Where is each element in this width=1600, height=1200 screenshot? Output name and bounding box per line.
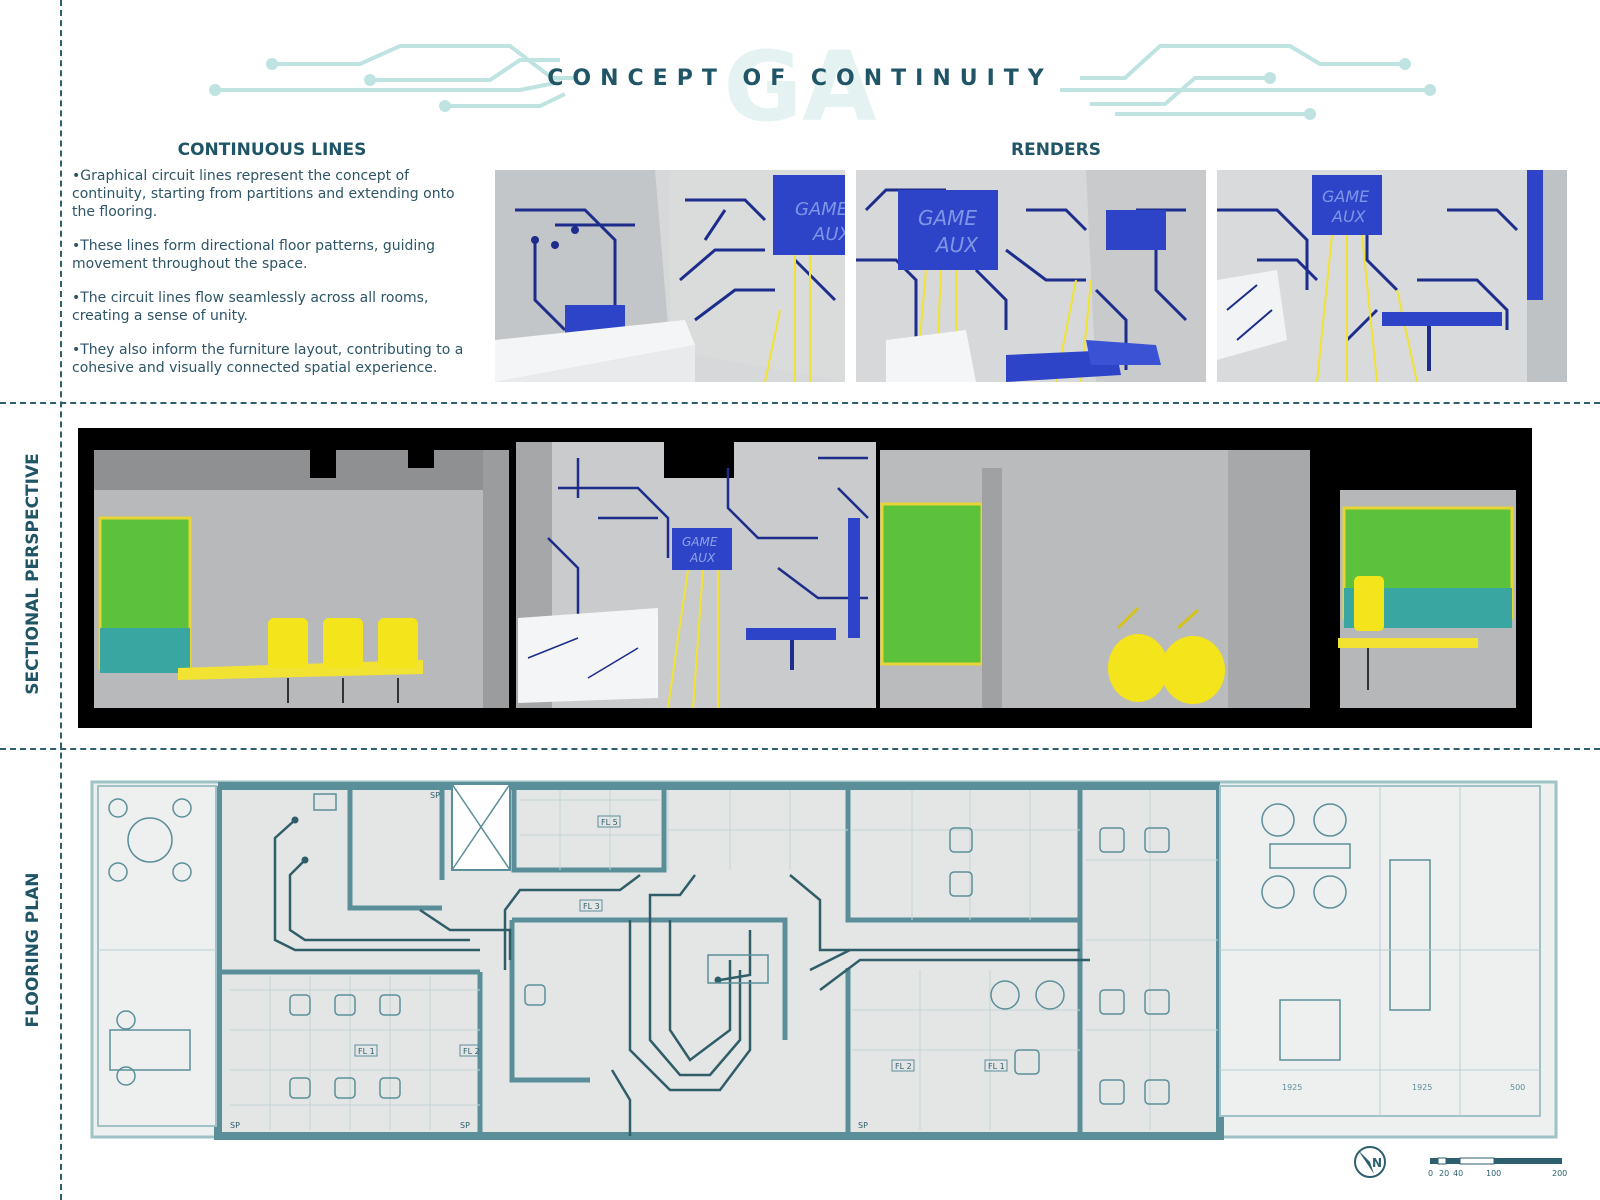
section-conference-room xyxy=(94,438,509,708)
section-reception: GAME AUX xyxy=(516,438,876,709)
svg-text:AUX: AUX xyxy=(934,233,979,257)
svg-text:GAME: GAME xyxy=(682,535,718,549)
svg-text:20: 20 xyxy=(1439,1169,1449,1178)
game-aux-sign xyxy=(1312,175,1382,235)
bullet-3: •The circuit lines flow seamlessly acros… xyxy=(72,290,429,324)
game-aux-sign xyxy=(773,175,845,255)
svg-text:GAME: GAME xyxy=(1322,187,1370,206)
scale-bar: 0 20 40 100 200 xyxy=(1428,1157,1567,1178)
render-reception: GAME AUX xyxy=(495,170,845,382)
divider-top xyxy=(0,402,1600,404)
continuous-lines-heading: CONTINUOUS LINES xyxy=(177,140,367,160)
svg-text:40: 40 xyxy=(1453,1169,1463,1178)
plan-right-lounge: 1925 1925 500 xyxy=(1219,785,1541,1117)
continuous-lines-text: •Graphical circuit lines represent the c… xyxy=(72,167,472,393)
dim-right: 500 xyxy=(1510,1083,1525,1092)
section-game-aux-sign xyxy=(672,528,732,570)
title-circuit-decoration: GA xyxy=(209,31,1436,140)
sectional-perspective-label: SECTIONAL PERSPECTIVE xyxy=(23,453,43,695)
ga-logo-watermark: GA xyxy=(723,31,876,140)
svg-text:AUX: AUX xyxy=(812,224,845,245)
divider-bottom xyxy=(0,748,1600,750)
svg-text:AUX: AUX xyxy=(1331,207,1367,226)
tag-fl3: FL 3 xyxy=(583,902,600,911)
plan-circuit-lines xyxy=(273,819,1090,1136)
flooring-plan-label: FLOORING PLAN xyxy=(23,872,43,1028)
tag-fl2-left: FL 2 xyxy=(463,1047,480,1056)
game-aux-sign-large xyxy=(898,190,998,270)
tag-sp-right: SP xyxy=(858,1121,868,1130)
svg-text:GAME: GAME xyxy=(795,199,845,220)
tag-sp-top: SP xyxy=(430,791,440,800)
tag-sp-mid: SP xyxy=(460,1121,470,1130)
render-gaming-corner: GAME AUX xyxy=(1217,170,1567,382)
page-title: CONCEPT OF CONTINUITY xyxy=(547,66,1053,91)
tag-fl1-left: FL 1 xyxy=(358,1047,375,1056)
tag-fl1-right: FL 1 xyxy=(988,1062,1005,1071)
flooring-plan: 1925 1925 500 xyxy=(90,780,1558,1140)
bullet-2: •These lines form directional floor patt… xyxy=(72,238,436,272)
section-lounge xyxy=(880,438,1340,718)
north-arrow-icon: N xyxy=(1354,1146,1386,1178)
bullet-1: •Graphical circuit lines represent the c… xyxy=(72,168,455,220)
dim-middle: 1925 xyxy=(1412,1083,1432,1092)
tag-fl2-right: FL 2 xyxy=(895,1062,912,1071)
plan-left-lounge xyxy=(97,785,217,1127)
section-gaming-room xyxy=(1338,438,1516,708)
svg-text:AUX: AUX xyxy=(689,551,716,565)
dim-left: 1925 xyxy=(1282,1083,1302,1092)
renders-heading: RENDERS xyxy=(1011,140,1101,160)
tag-sp-left: SP xyxy=(230,1121,240,1130)
vertical-dashed-guide xyxy=(60,0,62,1200)
render-lounge: GAME AUX xyxy=(856,170,1206,382)
svg-text:GAME: GAME xyxy=(918,206,977,230)
svg-text:200: 200 xyxy=(1552,1169,1567,1178)
svg-text:0: 0 xyxy=(1428,1169,1433,1178)
tag-fl5: FL 5 xyxy=(601,818,618,827)
svg-text:N: N xyxy=(1372,1156,1382,1170)
sectional-perspective: GAME AUX xyxy=(78,428,1532,728)
svg-text:100: 100 xyxy=(1486,1169,1501,1178)
bullet-4: •They also inform the furniture layout, … xyxy=(72,342,464,376)
